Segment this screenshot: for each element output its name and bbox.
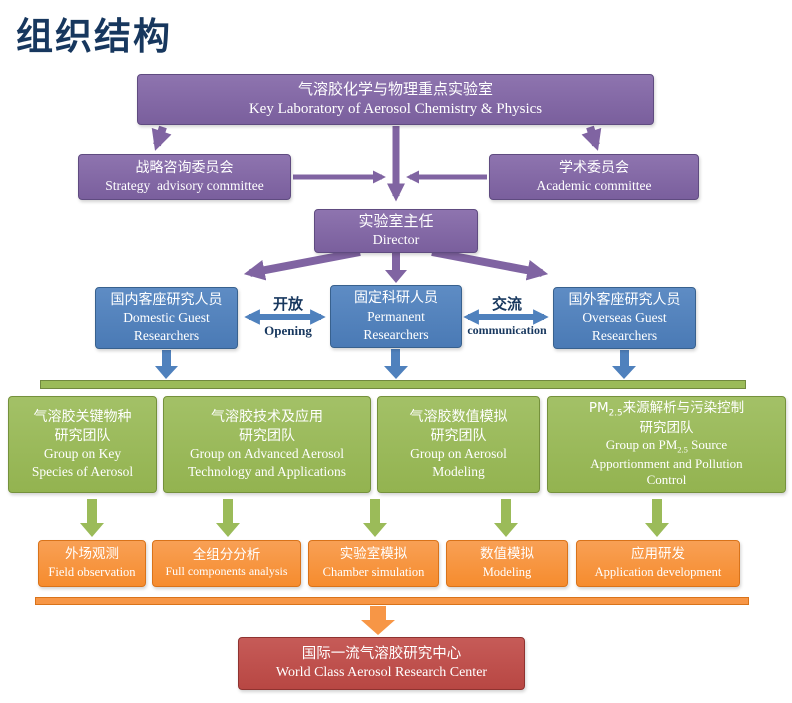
node-academic-committee: 学术委员会 Academic committee xyxy=(489,154,699,200)
group4-en3: Control xyxy=(646,472,687,488)
node-key-laboratory: 气溶胶化学与物理重点实验室 Key Laboratory of Aerosol … xyxy=(137,74,654,125)
node-permanent-en2: Researchers xyxy=(363,326,429,342)
tech2-en: Full components analysis xyxy=(165,564,288,579)
link-communication-label-zh: 交流 xyxy=(491,295,522,313)
node-full-components-analysis: 全组分分析 Full components analysis xyxy=(152,540,301,587)
arrows-green xyxy=(80,499,669,537)
node-numerical-modeling: 数值模拟 Modeling xyxy=(446,540,568,587)
node-key-laboratory-zh: 气溶胶化学与物理重点实验室 xyxy=(297,79,493,98)
node-domestic-guest-researchers: 国内客座研究人员 Domestic Guest Researchers xyxy=(95,287,238,349)
node-director-zh: 实验室主任 xyxy=(358,211,434,230)
node-group-key-species: 气溶胶关键物种 研究团队 Group on Key Species of Aer… xyxy=(8,396,157,493)
node-director-en: Director xyxy=(372,232,420,248)
goal-en: World Class Aerosol Research Center xyxy=(275,664,488,680)
tech1-en: Field observation xyxy=(48,565,136,580)
arrows-purple xyxy=(151,125,602,283)
node-world-class-center: 国际一流气溶胶研究中心 World Class Aerosol Research… xyxy=(238,637,525,690)
tech4-zh: 数值模拟 xyxy=(480,546,534,563)
link-opening-label-en: Opening xyxy=(264,323,312,338)
group1-en2: Species of Aerosol xyxy=(31,463,134,479)
node-academic-committee-en: Academic committee xyxy=(536,178,652,194)
tech2-zh: 全组分分析 xyxy=(192,546,261,563)
green-divider-bar xyxy=(40,380,746,389)
node-academic-committee-zh: 学术委员会 xyxy=(559,159,629,176)
group2-zh2: 研究团队 xyxy=(239,427,295,444)
link-communication-label-en: communication xyxy=(467,323,547,337)
group4-en2: Apportionment and Pollution xyxy=(590,455,743,471)
link-opening-label-zh: 开放 xyxy=(272,295,303,313)
group4-zh2: 研究团队 xyxy=(639,420,694,436)
tech5-zh: 应用研发 xyxy=(631,546,685,563)
goal-zh: 国际一流气溶胶研究中心 xyxy=(301,645,462,662)
group2-en1: Group on Advanced Aerosol xyxy=(189,446,345,462)
group2-zh1: 气溶胶技术及应用 xyxy=(211,409,323,426)
node-strategy-committee-zh: 战略咨询委员会 xyxy=(135,159,234,176)
node-permanent-zh: 固定科研人员 xyxy=(354,290,438,307)
node-strategy-committee: 战略咨询委员会 Strategy advisory committee xyxy=(78,154,291,200)
node-overseas-guest-researchers: 国外客座研究人员 Overseas Guest Researchers xyxy=(553,287,696,349)
group4-en1: Group on PM2.5 Source xyxy=(605,437,728,455)
tech5-en: Application development xyxy=(594,565,722,580)
node-group-aerosol-modeling: 气溶胶数值模拟 研究团队 Group on Aerosol Modeling xyxy=(377,396,540,493)
group4-zh1: PM2.5来源解析与污染控制 xyxy=(588,400,745,419)
group3-zh2: 研究团队 xyxy=(430,427,487,444)
tech3-zh: 实验室模拟 xyxy=(339,546,408,563)
orange-divider-bar xyxy=(35,597,749,605)
pm25-subscript-en: 2.5 xyxy=(677,444,688,455)
node-domestic-guest-zh: 国内客座研究人员 xyxy=(110,291,223,308)
group3-en2: Modeling xyxy=(432,463,485,479)
node-overseas-guest-zh: 国外客座研究人员 xyxy=(568,291,681,308)
group1-zh2: 研究团队 xyxy=(54,427,111,444)
node-director: 实验室主任 Director xyxy=(314,209,478,253)
node-permanent-en1: Permanent xyxy=(367,308,425,324)
tech4-en: Modeling xyxy=(482,565,532,580)
node-permanent-researchers: 固定科研人员 Permanent Researchers xyxy=(330,285,462,348)
node-chamber-simulation: 实验室模拟 Chamber simulation xyxy=(308,540,439,587)
group1-en1: Group on Key xyxy=(43,446,122,462)
node-domestic-guest-en1: Domestic Guest xyxy=(123,310,210,326)
node-overseas-guest-en2: Researchers xyxy=(591,328,658,344)
group1-zh1: 气溶胶关键物种 xyxy=(33,409,132,426)
node-field-observation: 外场观测 Field observation xyxy=(38,540,146,587)
tech1-zh: 外场观测 xyxy=(65,546,119,563)
node-group-pm25-source: PM2.5来源解析与污染控制 研究团队 Group on PM2.5 Sourc… xyxy=(547,396,786,493)
node-domestic-guest-en2: Researchers xyxy=(133,328,200,344)
node-key-laboratory-en: Key Laboratory of Aerosol Chemistry & Ph… xyxy=(248,100,543,117)
node-group-technology-applications: 气溶胶技术及应用 研究团队 Group on Advanced Aerosol … xyxy=(163,396,371,493)
group3-zh1: 气溶胶数值模拟 xyxy=(409,409,508,426)
group3-en1: Group on Aerosol xyxy=(410,446,507,462)
group2-en2: Technology and Applications xyxy=(187,463,347,479)
page-title: 组织结构 xyxy=(16,15,172,58)
node-strategy-committee-en: Strategy advisory committee xyxy=(105,178,264,194)
pm25-subscript: 2.5 xyxy=(608,408,623,419)
node-overseas-guest-en1: Overseas Guest xyxy=(582,310,667,326)
tech3-en: Chamber simulation xyxy=(322,565,425,580)
arrows-orange xyxy=(361,606,395,635)
node-application-development: 应用研发 Application development xyxy=(576,540,740,587)
